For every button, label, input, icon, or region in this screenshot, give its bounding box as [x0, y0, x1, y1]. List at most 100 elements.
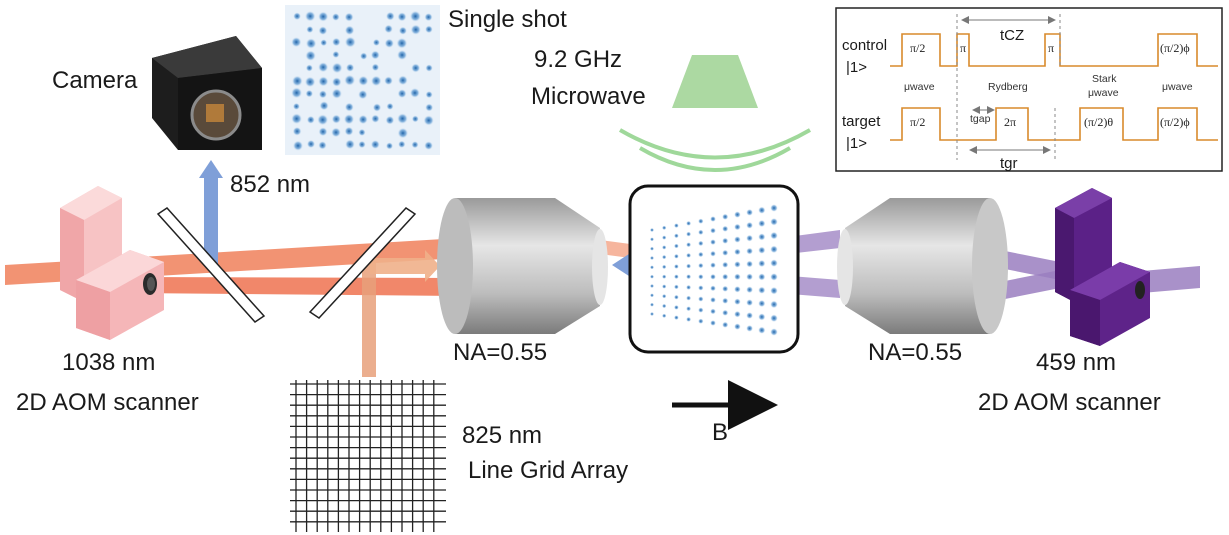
target-pulse-4: (π/2)ϕ	[1160, 115, 1190, 129]
atom-spot	[650, 302, 654, 307]
fluorescence-spot	[305, 38, 317, 49]
fluorescence-spot	[318, 11, 329, 22]
atom-spot	[734, 223, 741, 231]
fluorescence-spot	[344, 102, 354, 112]
atom-spot	[722, 297, 729, 304]
fluorescence-spot	[319, 101, 329, 111]
fluorescence-spot	[306, 115, 315, 124]
fluorescence-spot	[306, 139, 316, 149]
fluorescence-spot	[291, 113, 302, 125]
atom-spot	[770, 204, 778, 212]
atom-spot	[650, 256, 654, 260]
atom-spot	[722, 213, 729, 220]
atom-spot	[650, 274, 654, 279]
atom-spot	[734, 273, 741, 281]
atom-spot	[758, 219, 766, 228]
atom-spot	[674, 274, 679, 280]
atom-spot	[698, 240, 704, 247]
fluorescence-spot	[318, 90, 327, 99]
atom-spot	[698, 262, 704, 269]
beam-splitter-right	[308, 207, 417, 319]
atom-spot	[710, 285, 716, 292]
fluorescence-spot	[411, 141, 419, 149]
atom-spot	[662, 284, 667, 289]
fluorescence-spot	[372, 38, 380, 47]
atom-spot	[686, 274, 692, 280]
objective-lens-left	[437, 198, 608, 334]
mwave-label-2: μwave	[1162, 81, 1193, 93]
atom-spot	[722, 321, 729, 328]
target-pulse-2: 2π	[1004, 115, 1016, 129]
fluorescence-spot	[398, 26, 407, 35]
fluorescence-spot	[331, 88, 342, 99]
atom-spot	[722, 249, 729, 256]
atom-spot	[770, 314, 778, 323]
atom-spot	[770, 328, 778, 336]
fluorescence-spot	[358, 75, 369, 86]
fluorescence-spot	[372, 103, 382, 112]
atom-spot	[770, 245, 778, 254]
atom-spot	[674, 264, 679, 269]
atom-spot	[746, 247, 753, 255]
fluorescence-spot	[345, 139, 355, 150]
target-pulse-train	[890, 107, 1218, 141]
t-gr-label: tgr	[1000, 155, 1018, 172]
atom-spot	[650, 228, 654, 232]
atom-spot	[686, 231, 692, 237]
atom-spot	[758, 246, 766, 254]
left-scanner-label: 2D AOM scanner	[16, 389, 199, 416]
atom-spot	[662, 264, 667, 270]
atom-spot	[746, 325, 753, 332]
atom-spot	[734, 261, 741, 268]
atom-spot	[662, 254, 667, 260]
fluorescence-spot	[292, 140, 304, 151]
fluorescence-spot	[385, 142, 394, 150]
fluorescence-spot	[332, 37, 341, 47]
atom-spot	[650, 312, 654, 316]
atom-spot	[710, 297, 716, 303]
fluorescence-spot	[370, 140, 380, 149]
atom-spot	[722, 261, 729, 268]
fluorescence-spot	[304, 76, 316, 88]
atom-spot	[674, 223, 679, 229]
atom-spot	[710, 320, 716, 326]
control-pulse-1: π/2	[910, 41, 925, 55]
single-shot-label: Single shot	[448, 6, 567, 33]
fluorescence-spot	[385, 11, 395, 21]
vacuum-cell	[628, 184, 800, 354]
microwave-label: Microwave	[531, 83, 646, 110]
atom-spot	[734, 286, 741, 293]
fluorescence-spot	[343, 114, 355, 125]
atom-spot	[746, 260, 753, 268]
atom-spot	[710, 227, 716, 234]
atom-spot	[722, 237, 729, 244]
control-state: |1>	[846, 59, 867, 76]
atom-spot	[758, 326, 766, 334]
fluorescence-spot	[331, 62, 343, 74]
t-gap-label: tgap	[970, 113, 991, 125]
mwave-label-1: μwave	[904, 81, 935, 93]
grid-name-label: Line Grid Array	[468, 457, 628, 484]
atom-spot	[770, 286, 778, 295]
atom-spot	[758, 259, 766, 268]
atom-spot	[662, 245, 667, 250]
fluorescence-spot	[318, 141, 327, 150]
fluorescence-spot	[397, 89, 407, 99]
fluorescence-spot	[292, 126, 302, 136]
fluorescence-spot	[384, 76, 393, 86]
atom-spot	[722, 273, 729, 280]
atom-spot	[698, 251, 704, 258]
atom-spot	[662, 294, 667, 299]
na-left-label: NA=0.55	[453, 339, 547, 366]
stark-mwave-label: μwave	[1088, 87, 1119, 99]
atom-spot	[710, 308, 716, 315]
fluorescence-spot	[344, 12, 354, 22]
fluorescence-spot	[320, 39, 328, 47]
atom-spot	[734, 310, 741, 318]
fluorescence-spot	[384, 38, 394, 48]
camera	[152, 36, 262, 150]
control-label: control	[842, 37, 887, 54]
fluorescence-spot	[425, 103, 434, 112]
atom-spot	[698, 318, 704, 324]
